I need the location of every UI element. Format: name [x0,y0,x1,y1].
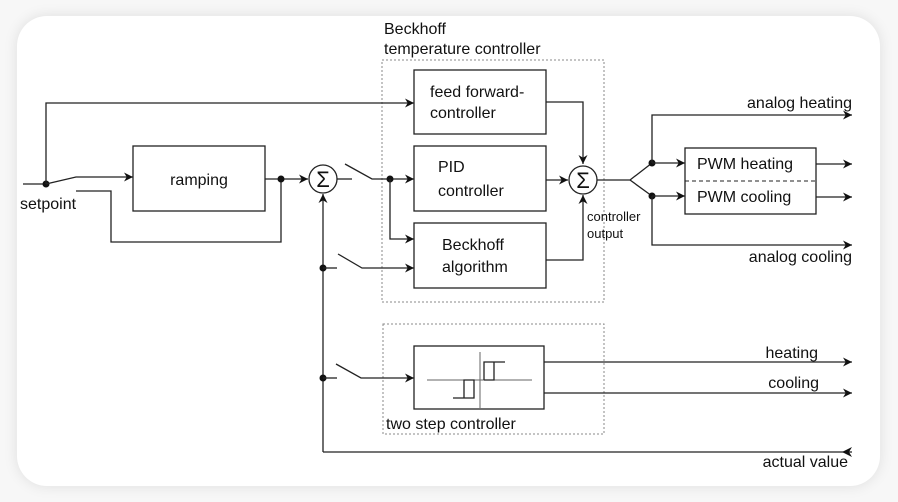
two-step-controller-block [413,345,545,410]
cooling-label: cooling [768,375,819,392]
pwm-heating-label: PWM heating [697,156,793,173]
pid-label-line2: controller [438,183,504,200]
fork-lower [629,179,653,197]
controller-output-label-line2: output [587,226,624,241]
sum-symbol-1: Σ [316,167,330,192]
to-beckhoff-algorithm-line [389,179,414,244]
two-step-controller-group [382,323,605,435]
switch-to-two-step-line [335,363,414,383]
analog-heating-label: analog heating [747,95,852,112]
feed-forward-controller-block [413,69,547,135]
setpoint-to-feedforward-line [45,98,414,184]
ramping-junction [277,175,285,183]
heating-label: heating [766,345,819,362]
ramping-label: ramping [170,172,228,189]
feed-forward-label-line1: feed forward- [430,84,524,101]
beckhoff-algorithm-label-line2: algorithm [442,259,508,276]
pwm-cooling-label: PWM cooling [697,189,791,206]
beckhoff-algorithm-block [413,222,547,289]
sum-symbol-2: Σ [576,168,590,193]
switch-to-beckhoff-line [337,253,414,273]
feedforward-to-sum-line [546,101,588,164]
actual-value-arrow [842,447,852,457]
group-label-line1: Beckhoff [384,21,447,38]
analog-cooling-line [651,196,852,250]
pid-label-line1: PID [438,159,465,176]
group-label-line2: temperature controller [384,41,541,58]
analog-heating-line [651,110,852,163]
hysteresis-icon [427,352,532,408]
ramping-bypass-line [76,180,282,243]
beckhoff-algorithm-label-line1: Beckhoff [442,237,505,254]
controller-output-label-line1: controller [587,209,641,224]
ramping-block [132,145,266,212]
actual-value-label: actual value [763,454,848,471]
beckhoff-to-sum-line [546,195,588,261]
setpoint-label: setpoint [20,196,77,213]
feed-forward-label-line2: controller [430,105,496,122]
switch-to-ramping [45,172,133,185]
pid-controller-block [413,145,547,212]
fork-upper [597,162,653,181]
analog-cooling-label: analog cooling [749,249,852,266]
two-step-controller-label: two step controller [386,416,517,433]
switch-to-pid-line [344,163,414,184]
